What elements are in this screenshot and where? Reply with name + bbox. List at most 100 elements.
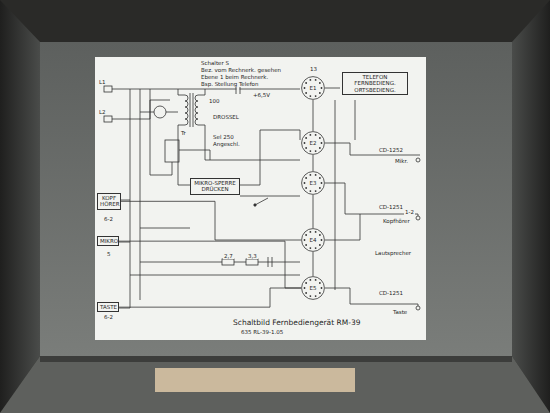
wafer-contact <box>315 174 317 176</box>
schematic-label: CD-1251 <box>378 290 404 296</box>
schematic-stroke <box>154 106 166 118</box>
schematic-stroke <box>130 275 300 276</box>
node-text: TELEFON <box>345 74 405 80</box>
wafer-contact <box>319 244 321 246</box>
wafer-ring <box>302 77 325 100</box>
schematic-stroke <box>140 228 190 229</box>
wafer-contact <box>315 190 317 192</box>
wafer-contact <box>321 239 323 241</box>
wafer-ring <box>302 277 325 300</box>
wafer-contact <box>319 292 321 294</box>
schematic-stroke <box>195 95 198 125</box>
schematic-stroke <box>112 100 170 119</box>
wafer-contact <box>305 177 307 179</box>
schematic-stroke <box>268 257 269 267</box>
wafer-contact <box>319 187 321 189</box>
wafer-contact <box>305 147 307 149</box>
wafer-ring <box>302 132 325 155</box>
schematic-label: Lautsprecher <box>374 250 412 256</box>
node-text: E5 <box>301 285 325 291</box>
wafer-contact <box>309 134 311 136</box>
panel-edge <box>40 356 512 362</box>
wafer-contact <box>309 95 311 97</box>
wafer-contact <box>309 231 311 233</box>
wire-connector <box>313 195 314 228</box>
wiring <box>104 84 420 310</box>
switch-wafer: E2 <box>301 131 325 155</box>
schematic-stroke <box>140 262 300 263</box>
schematic-stroke <box>120 200 130 201</box>
wire-connector <box>313 100 314 131</box>
node-text: TASTE <box>100 304 116 310</box>
schematic-label: Bez. vom Rechnerk. gesehen <box>200 67 282 73</box>
schematic-stroke <box>140 112 154 113</box>
node-text: E2 <box>301 140 325 146</box>
switch-wafer: E4 <box>301 228 325 252</box>
schematic-label: CD-1251 <box>378 204 404 210</box>
schematic-stroke <box>325 214 360 240</box>
switch-wafer: E3 <box>301 171 325 195</box>
wafer-contact <box>315 95 317 97</box>
wafer-contact <box>321 287 323 289</box>
schematic-label: 6-2 <box>103 314 114 320</box>
schematic-label: 13 <box>309 66 318 72</box>
wafer-contact <box>309 295 311 297</box>
schematic-label: 5 <box>106 251 112 257</box>
wafer-contact <box>321 182 323 184</box>
wafer-contact <box>315 279 317 281</box>
schematic-stroke <box>240 130 300 185</box>
wafer-contact <box>304 182 306 184</box>
wafer-contact <box>305 187 307 189</box>
terminal-block: KOPF HÖRER <box>97 193 121 210</box>
schematic-stroke <box>416 306 420 310</box>
schematic-label: 635 RL-39-1.05 <box>240 329 284 335</box>
schematic-stroke <box>140 89 141 300</box>
wafer-contact <box>319 234 321 236</box>
wafer-contact <box>304 239 306 241</box>
schematic-label: Taste <box>392 309 408 315</box>
schematic-label: 3,3 <box>247 253 258 259</box>
schematic-stroke <box>185 95 188 125</box>
wafer-contact <box>309 247 311 249</box>
node-text: E4 <box>301 237 325 243</box>
node-text: E3 <box>301 180 325 186</box>
switch-wafer: E5 <box>301 276 325 300</box>
schematic-stroke <box>193 93 194 127</box>
schematic-stroke <box>104 116 112 122</box>
schematic-label: Kopfhörer <box>382 218 411 224</box>
case-wall <box>0 0 40 413</box>
wire-connector <box>121 201 301 240</box>
node-text: FERNBEDIENG. <box>345 80 405 86</box>
schematic-stroke <box>325 88 340 89</box>
wafer-contact <box>321 87 323 89</box>
switch-wafer: E1 <box>301 76 325 100</box>
wafer-contact <box>315 79 317 81</box>
schematic-stroke <box>222 259 234 265</box>
wafer-contact <box>305 244 307 246</box>
schematic-stroke <box>165 140 179 162</box>
schematic-label: Schalter S <box>200 60 230 66</box>
wafer-ring <box>302 172 325 195</box>
schematic-stroke <box>150 89 172 175</box>
schematic-stroke <box>190 93 191 127</box>
mode-switch-box: TELEFONFERNBEDIENG.ORTSBEDIENG. <box>342 72 408 95</box>
wafer-contact <box>319 282 321 284</box>
schematic-label: DROSSEL <box>212 114 240 120</box>
wafer-ring <box>302 229 325 252</box>
schematic-label: 100 <box>208 98 221 104</box>
wafer-contact <box>309 79 311 81</box>
node-text: KOPF HÖRER <box>100 195 118 208</box>
wafer-contact <box>305 92 307 94</box>
wafer-contact <box>304 287 306 289</box>
wafer-contact <box>309 150 311 152</box>
schematic-stroke <box>198 89 205 95</box>
schematic-label: Mikr. <box>394 158 409 164</box>
wire-connector <box>313 155 314 171</box>
schematic-label: L2 <box>98 109 107 115</box>
node-text: MIKRO-SPERRE DRÜCKEN <box>193 180 237 193</box>
wafer-contact <box>319 82 321 84</box>
schematic-stroke <box>246 259 258 265</box>
schematic-label: Angeschl. <box>212 141 241 147</box>
drawing-title: Schaltbild Fernbediengerät RM-39 <box>232 318 361 327</box>
